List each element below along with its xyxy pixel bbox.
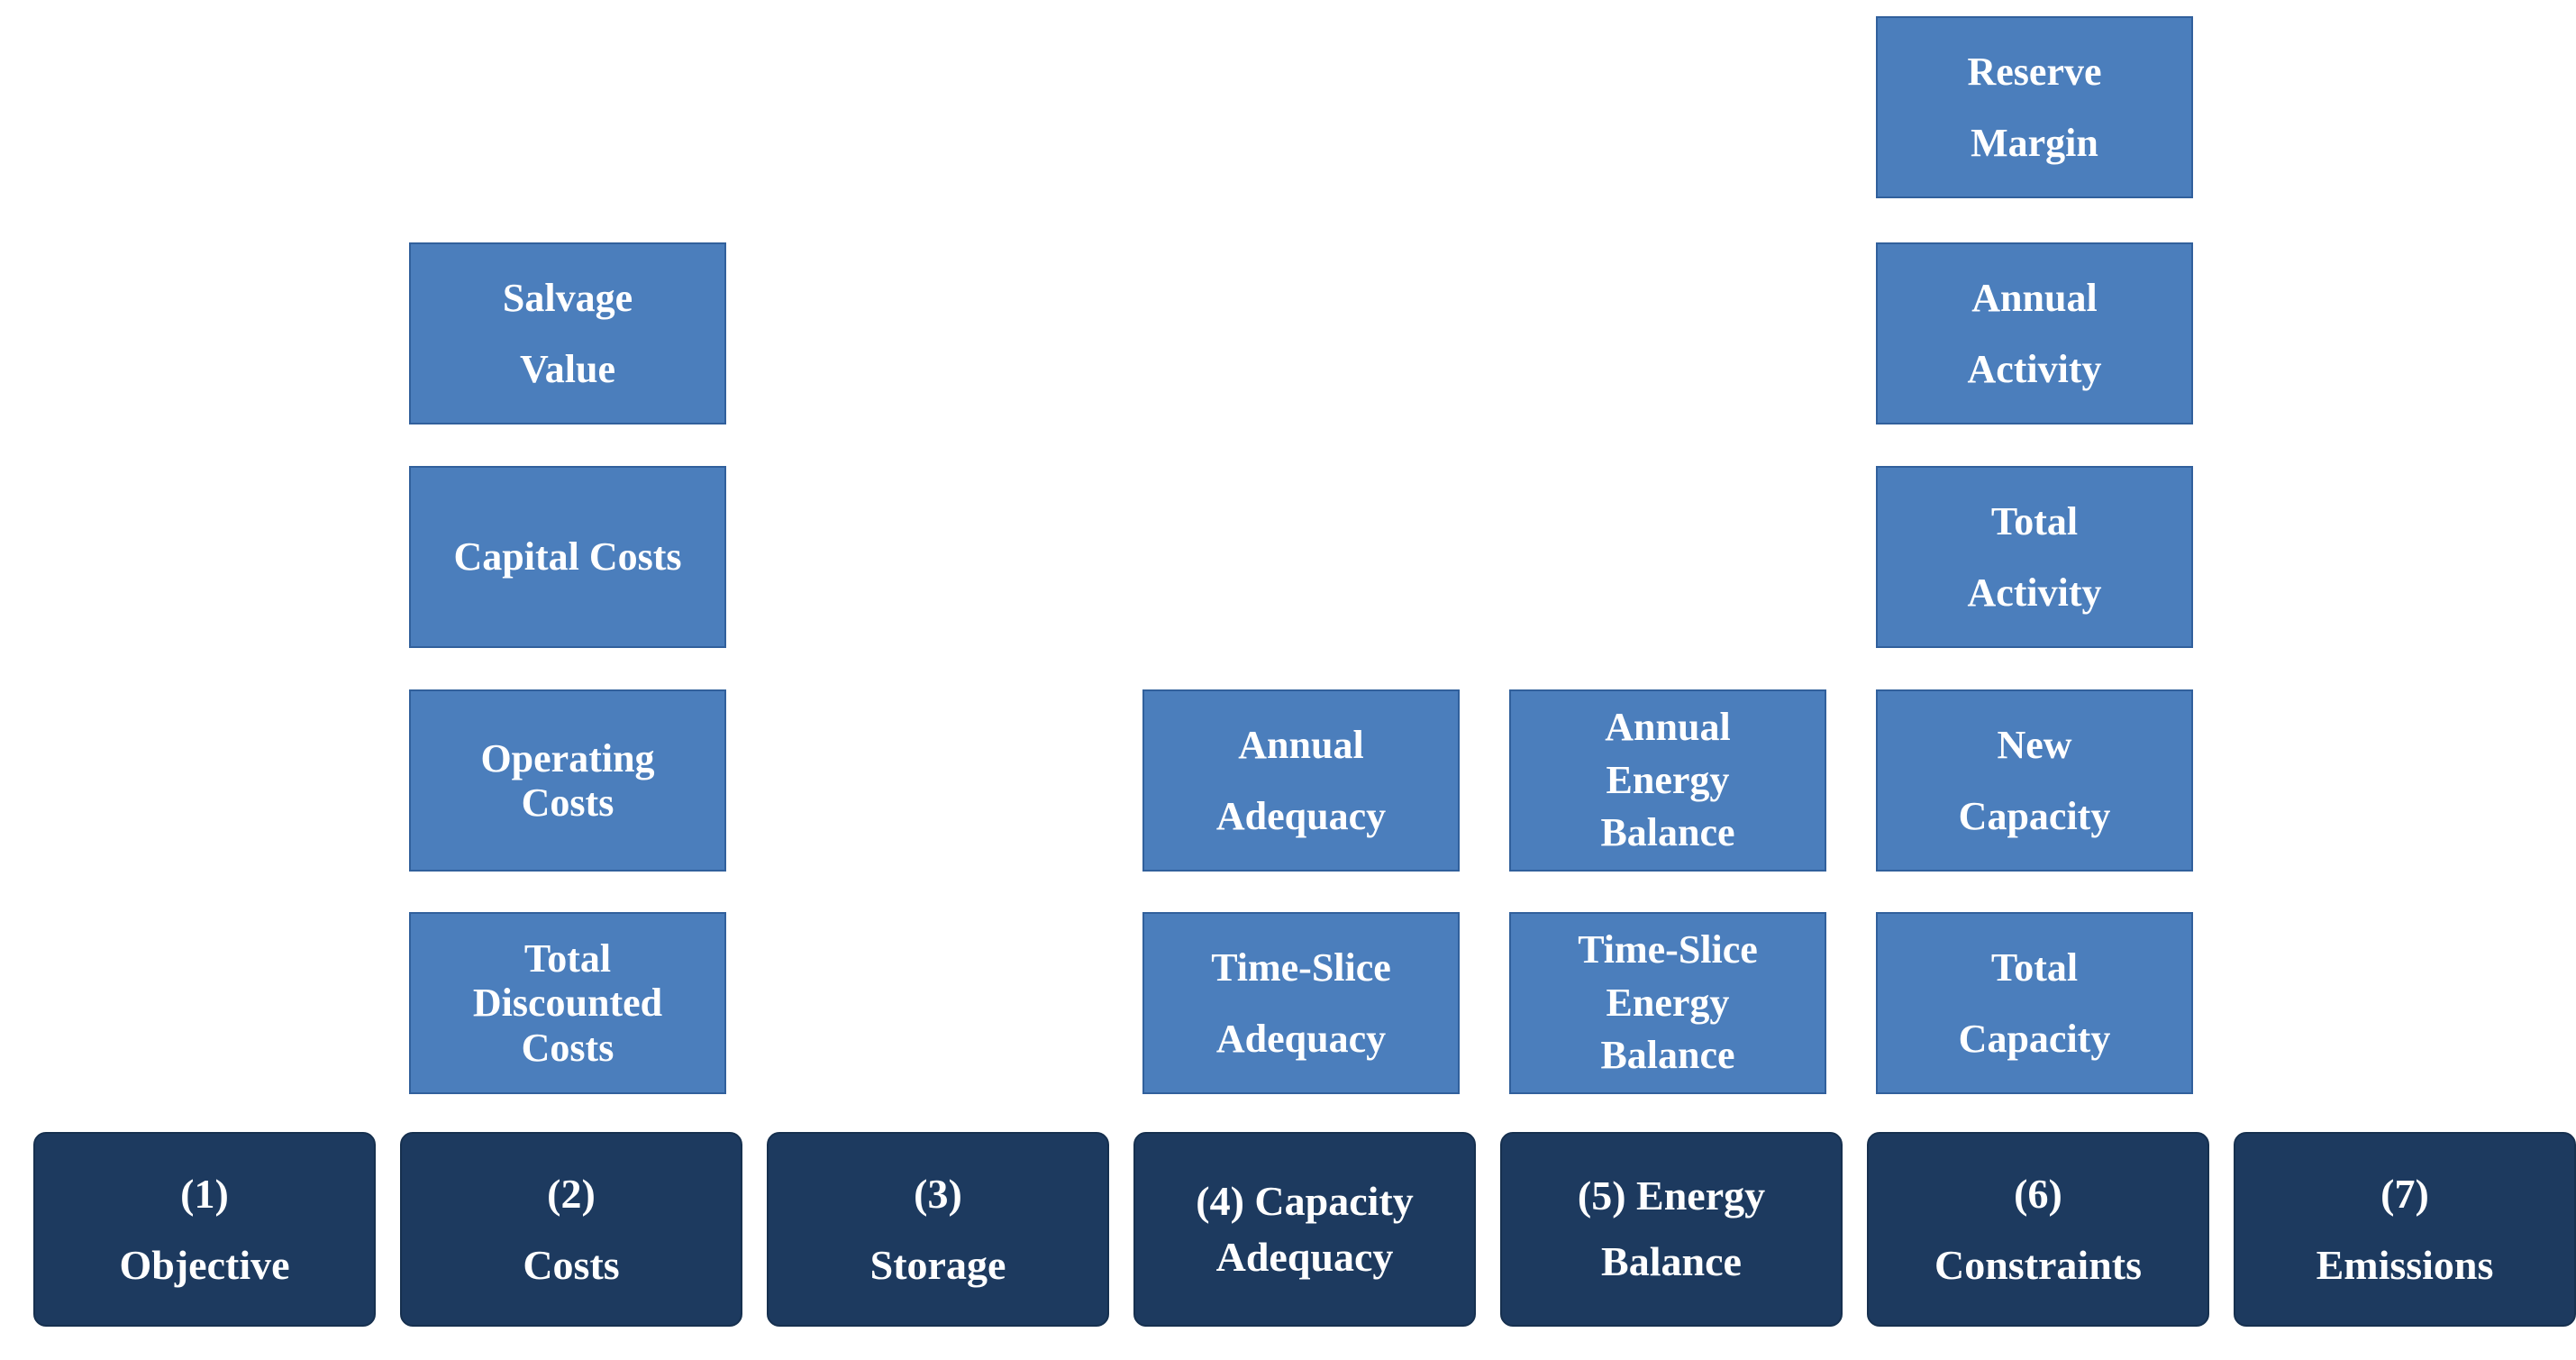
box-label-line: (2) [547,1170,596,1217]
box-capital-costs: Capital Costs [409,466,726,648]
box-label-line: Annual [1238,722,1364,767]
box-label-line: Operating [480,735,655,780]
box-label-line: Balance [1600,1033,1735,1078]
box-label-line: Discounted [472,981,663,1026]
bottom-box-constraints: (6) Constraints [1867,1132,2209,1327]
box-label-line: Value [520,347,615,391]
box-label: Reserve Margin [1878,36,2191,178]
box-label-line: Costs [523,1242,620,1288]
box-reserve-margin: Reserve Margin [1876,16,2193,198]
box-label-line: Salvage [502,275,633,320]
box-annual-energy-balance: Annual Energy Balance [1509,689,1826,872]
bottom-box-energy-balance: (5) Energy Balance [1500,1132,1843,1327]
box-label-line: Balance [1601,1238,1742,1284]
box-label: Total Activity [1878,486,2191,628]
box-time-slice-energy-balance: Time-Slice Energy Balance [1509,912,1826,1094]
box-salvage-value: Salvage Value [409,242,726,424]
box-label-line: (7) [2380,1170,2429,1217]
box-label: (1) Objective [35,1158,374,1301]
box-label-line: Capacity [1958,794,2111,838]
box-label: Annual Energy Balance [1511,701,1825,861]
box-label-line: Objective [119,1242,290,1288]
bottom-box-objective: (1) Objective [33,1132,376,1327]
bottom-box-costs: (2) Costs [400,1132,742,1327]
box-time-slice-adequacy: Time-Slice Adequacy [1142,912,1460,1094]
box-label-line: Emissions [2316,1242,2494,1288]
box-label-line: Costs [521,1025,614,1070]
box-label: Total Capacity [1878,932,2191,1074]
box-label-line: Constraints [1934,1242,2143,1288]
box-total-discounted-costs: Total Discounted Costs [409,912,726,1094]
box-label-line: Annual [1605,704,1731,749]
box-label: Time-Slice Adequacy [1144,932,1458,1074]
box-label: Time-Slice Energy Balance [1511,924,1825,1083]
box-label: Operating Costs [411,736,724,826]
box-label-line: (6) [2014,1170,2062,1217]
box-label-line: Capacity [1958,1017,2111,1061]
box-label-line: Energy [1606,757,1730,802]
box-label-line: (3) [914,1170,962,1217]
box-label: (7) Emissions [2235,1158,2574,1301]
box-label-line: Annual [1971,275,2098,320]
box-label: New Capacity [1878,709,2191,852]
box-label: Capital Costs [411,521,724,592]
box-label-line: Energy [1606,980,1730,1025]
box-label: (2) Costs [402,1158,741,1301]
box-label-line: Time-Slice [1211,945,1391,990]
bottom-box-emissions: (7) Emissions [2234,1132,2576,1327]
box-label: Annual Activity [1878,262,2191,405]
box-label-line: Adequacy [1215,1017,1387,1061]
box-operating-costs: Operating Costs [409,689,726,872]
box-label: (4) Capacity Adequacy [1135,1173,1474,1284]
box-label-line: Adequacy [1215,794,1387,838]
box-label: Salvage Value [411,262,724,405]
box-label-line: Costs [521,780,614,825]
box-new-capacity: New Capacity [1876,689,2193,872]
box-label-line: Time-Slice [1578,926,1758,972]
box-total-capacity: Total Capacity [1876,912,2193,1094]
box-label: Total Discounted Costs [411,936,724,1070]
box-label-line: Total [1990,945,2079,990]
box-total-activity: Total Activity [1876,466,2193,648]
box-label-line: Total [1990,498,2079,543]
box-label-line: Adequacy [1215,1234,1394,1280]
box-annual-activity: Annual Activity [1876,242,2193,424]
box-label-line: Activity [1967,570,2102,615]
box-label: (6) Constraints [1869,1158,2207,1301]
box-label-line: Total [523,936,612,981]
box-label-line: Reserve [1967,49,2102,94]
box-label-line: (1) [180,1170,229,1217]
box-label-line: (4) Capacity [1196,1178,1414,1225]
bottom-box-capacity-adequacy: (4) Capacity Adequacy [1133,1132,1476,1327]
box-label-line: Balance [1600,810,1735,855]
box-label-line: New [1997,722,2072,767]
box-label-line: Margin [1971,121,2098,165]
bottom-box-storage: (3) Storage [767,1132,1109,1327]
box-label: Annual Adequacy [1144,709,1458,852]
box-label-line: Storage [869,1242,1006,1288]
box-annual-adequacy: Annual Adequacy [1142,689,1460,872]
box-label-line: Capital Costs [453,534,682,580]
box-label-line: Activity [1967,347,2102,391]
box-label-line: (5) Energy [1577,1173,1766,1219]
box-label: (3) Storage [769,1158,1107,1301]
box-label: (5) Energy Balance [1502,1164,1841,1294]
